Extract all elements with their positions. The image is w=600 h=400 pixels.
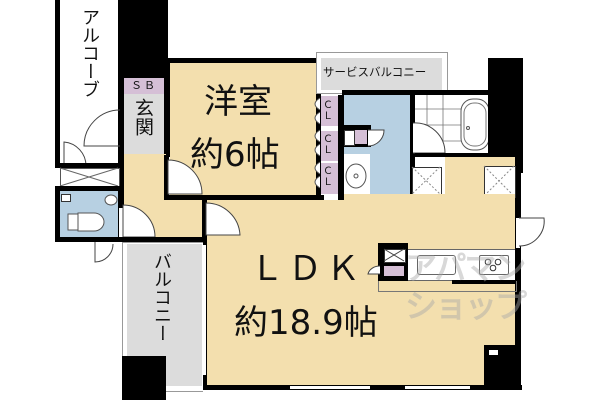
wall	[164, 62, 170, 157]
alcove-area	[60, 0, 118, 165]
door-swing-icon	[205, 202, 241, 236]
wall	[164, 58, 317, 63]
wall	[164, 195, 324, 200]
closet-2	[321, 131, 338, 161]
storage-x-icon	[59, 167, 119, 187]
wall	[55, 0, 60, 168]
wall	[488, 58, 523, 173]
fridge-x-icon	[483, 165, 515, 197]
washing-machine-x-icon	[411, 166, 441, 195]
window	[516, 218, 520, 248]
door	[119, 208, 123, 238]
vent-box	[344, 130, 355, 146]
kitchen-sink	[417, 255, 456, 275]
shoe-box-label: ＳＢ	[131, 79, 157, 92]
closet-label: ＣＬ	[323, 134, 333, 156]
shoe-box	[124, 78, 164, 94]
door-swing-icon	[167, 159, 203, 195]
toilet-icon	[67, 212, 105, 232]
closet-3	[321, 163, 338, 194]
wall	[515, 170, 521, 390]
vent-x-icon	[383, 248, 405, 262]
wall	[410, 95, 415, 195]
counter-edge	[378, 281, 517, 292]
wall	[316, 58, 321, 200]
closet-door-icon	[314, 97, 321, 189]
alcove-label: アルコーブ	[79, 8, 100, 98]
vent-box	[61, 194, 71, 202]
western-room-name: 洋室	[204, 82, 272, 122]
door-swing-icon	[94, 242, 114, 263]
wall	[118, 78, 124, 198]
wall	[55, 237, 125, 242]
closet-1	[321, 96, 338, 126]
wall	[338, 95, 344, 200]
wall	[118, 0, 168, 78]
door-swing-icon	[367, 129, 385, 147]
watermark: アパマン ショップ	[405, 252, 555, 352]
wash-basin-icon	[104, 194, 118, 206]
door-swing-icon	[83, 109, 121, 147]
watermark-line2: ショップ	[405, 287, 527, 325]
pillar	[122, 356, 166, 400]
service-balcony-label: サービスバルコニー	[323, 65, 427, 79]
wall	[55, 186, 123, 191]
service-balcony	[321, 58, 442, 90]
wall	[415, 153, 493, 157]
window	[203, 245, 206, 375]
closet-label: ＣＬ	[323, 100, 333, 122]
window	[405, 386, 470, 389]
bathroom-tile-grid	[415, 95, 461, 153]
door-swing-icon	[367, 265, 381, 275]
entrance-room	[124, 94, 164, 154]
wall	[452, 280, 517, 284]
kitchen-storage	[384, 266, 404, 276]
stove-burners-icon	[484, 258, 502, 272]
ldk-room	[344, 194, 515, 202]
ldk-name: ＬＤＫ	[250, 249, 364, 289]
pillar-mark	[489, 350, 498, 355]
door-swing-icon	[518, 217, 545, 247]
washbasin-icon	[345, 163, 367, 189]
wall	[342, 90, 512, 95]
balcony-label: バルコニー	[151, 252, 172, 342]
wall	[55, 190, 60, 242]
bathtub-icon	[460, 98, 490, 151]
door-swing-icon	[412, 122, 446, 154]
watermark-line1: アパマン	[405, 249, 526, 287]
wall	[164, 155, 169, 200]
western-room-size: 約6帖	[190, 135, 280, 175]
storage-small	[355, 130, 367, 144]
closet-label: ＣＬ	[323, 166, 333, 188]
window	[290, 386, 370, 389]
door-swing-icon	[122, 204, 156, 238]
ldk-size: 約18.9帖	[234, 303, 378, 343]
ldk-room	[206, 200, 515, 386]
wall	[118, 237, 208, 242]
wall	[55, 163, 125, 168]
entrance-label: 玄関	[132, 98, 154, 136]
